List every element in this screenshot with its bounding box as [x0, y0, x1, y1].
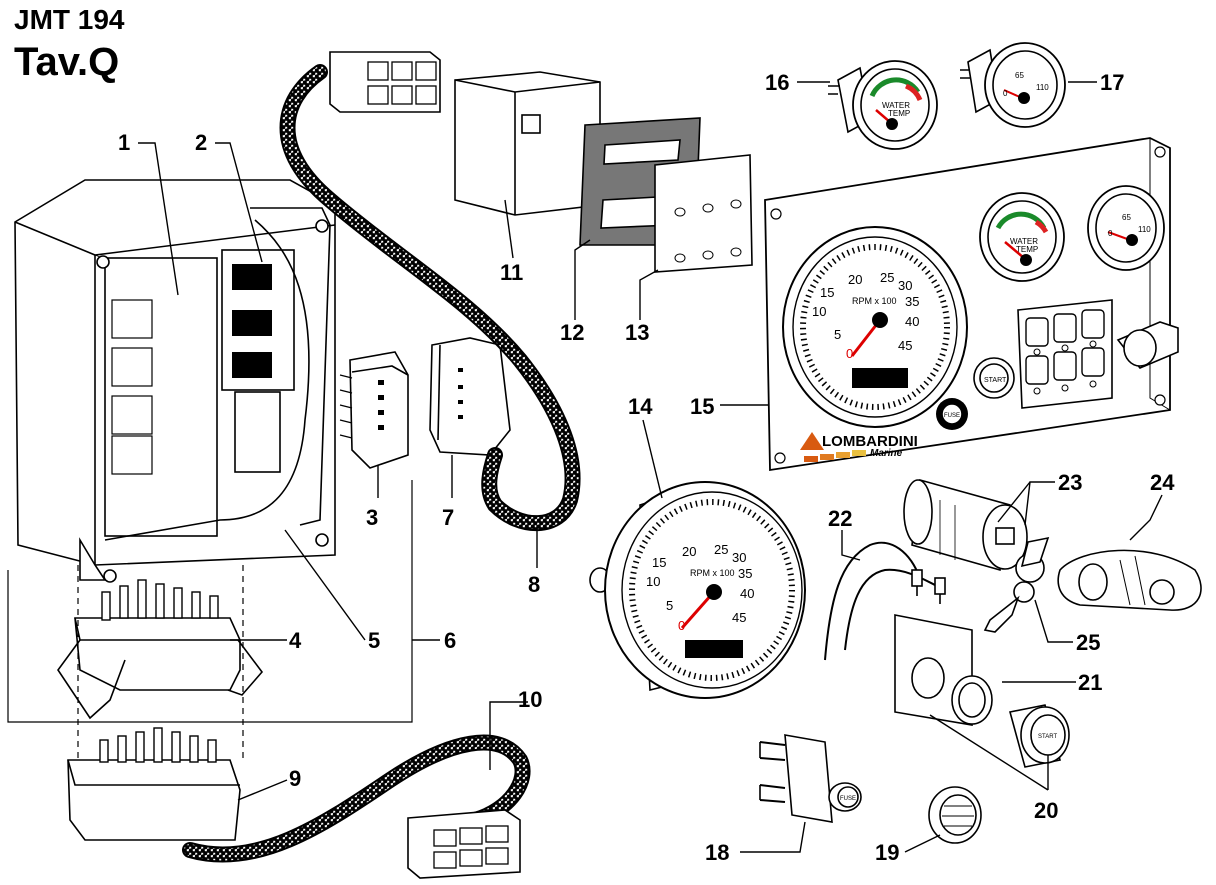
callout-18: 18 [705, 840, 729, 865]
water-label-panel: WATER [1010, 237, 1038, 246]
svg-text:40: 40 [905, 314, 919, 329]
callout-7: 7 [442, 505, 454, 530]
warning-light-cluster [1017, 299, 1113, 409]
svg-text:0: 0 [846, 346, 853, 361]
svg-text:0: 0 [1003, 89, 1008, 98]
rpm-unit-14: RPM x 100 [690, 568, 735, 578]
callout-14: 14 [628, 394, 653, 419]
water-label-16: WATER [882, 101, 910, 110]
svg-text:5: 5 [834, 327, 841, 342]
relay-socket [339, 351, 409, 469]
svg-text:20: 20 [848, 272, 862, 287]
svg-text:15: 15 [652, 555, 666, 570]
svg-text:25: 25 [880, 270, 894, 285]
callout-20: 20 [1034, 798, 1058, 823]
tach-14-scale: 0 5 10 15 20 25 30 35 40 45 [646, 542, 754, 633]
diagnostic-connector [429, 337, 511, 456]
svg-text:35: 35 [738, 566, 752, 581]
svg-text:35: 35 [905, 294, 919, 309]
callout-1: 1 [118, 130, 130, 155]
callout-23: 23 [1058, 470, 1082, 495]
rpm-unit-label: RPM x 100 [852, 296, 897, 306]
svg-text:25: 25 [714, 542, 728, 557]
callout-6: 6 [444, 628, 456, 653]
brand-logo-text: LOMBARDINI [822, 433, 918, 450]
svg-text:65: 65 [1015, 71, 1024, 80]
callout-3: 3 [366, 505, 378, 530]
callout-16: 16 [765, 70, 789, 95]
temperature-gauge-16: WATER TEMP [828, 60, 938, 150]
connector-block-4 [57, 579, 264, 720]
warning-lens-19 [928, 786, 982, 844]
callout-leaders [138, 81, 1163, 853]
svg-text:20: 20 [682, 544, 696, 559]
callout-9: 9 [289, 766, 301, 791]
connector-block-9 [67, 727, 241, 841]
panel-plate-13 [654, 154, 753, 273]
callout-22: 22 [828, 506, 852, 531]
callout-5: 5 [368, 628, 380, 653]
callout-8: 8 [528, 572, 540, 597]
fuse-holder-18: FUSE [759, 734, 862, 823]
callout-12: 12 [560, 320, 584, 345]
callout-24: 24 [1150, 470, 1175, 495]
fuse-label-18: FUSE [840, 796, 856, 802]
svg-text:0: 0 [1108, 229, 1113, 238]
svg-text:5: 5 [666, 598, 673, 613]
wires-22 [824, 541, 946, 661]
instrument-panel: RPM x 100 0 5 10 15 20 25 30 35 40 45 WA… [764, 137, 1179, 472]
svg-text:45: 45 [732, 610, 746, 625]
switch-bracket-20 [894, 614, 993, 726]
callout-15: 15 [690, 394, 714, 419]
callout-19: 19 [875, 840, 899, 865]
tachometer-14: RPM x 100 0 5 10 15 20 25 30 35 40 45 [589, 481, 806, 699]
svg-text:15: 15 [820, 285, 834, 300]
svg-text:110: 110 [1036, 83, 1049, 92]
callout-2: 2 [195, 130, 207, 155]
callout-4: 4 [289, 628, 302, 653]
svg-text:30: 30 [898, 278, 912, 293]
svg-text:10: 10 [812, 304, 826, 319]
control-box [14, 179, 336, 583]
brand-sub-text: Marine [870, 448, 903, 459]
key-cover-24 [1057, 549, 1202, 611]
tach-scale: 0 5 10 15 20 25 30 35 40 45 [812, 270, 919, 361]
callout-10: 10 [518, 687, 542, 712]
svg-text:45: 45 [898, 338, 912, 353]
mounting-box-11 [454, 71, 601, 216]
svg-text:65: 65 [1122, 213, 1131, 222]
callout-21: 21 [1078, 670, 1102, 695]
callout-25: 25 [1076, 630, 1100, 655]
svg-text:10: 10 [646, 574, 660, 589]
start-label-panel: START [984, 377, 1007, 384]
svg-text:110: 110 [1138, 225, 1151, 234]
gauge-17: 0 65 110 [960, 42, 1066, 128]
svg-text:30: 30 [732, 550, 746, 565]
temp-label-panel: TEMP [1016, 245, 1038, 254]
table-code: Tav.Q [14, 40, 120, 84]
start-button-20: START [1009, 704, 1070, 768]
reference-brackets [7, 480, 413, 760]
model-code: JMT 194 [14, 4, 125, 35]
callout-labels: 1 2 3 4 5 6 7 8 9 10 11 12 13 14 15 16 1… [118, 70, 1175, 865]
callout-11: 11 [500, 260, 523, 285]
start-label-20: START [1038, 734, 1057, 740]
temp-label-16: TEMP [888, 109, 910, 118]
keys-25 [983, 536, 1050, 633]
ignition-switch-23 [903, 478, 1028, 572]
callout-17: 17 [1100, 70, 1124, 95]
callout-13: 13 [625, 320, 649, 345]
svg-text:0: 0 [678, 618, 685, 633]
plug-connector-bottom [407, 809, 521, 879]
fuse-label-panel: FUSE [944, 413, 960, 419]
svg-text:40: 40 [740, 586, 754, 601]
plug-connector-top [329, 51, 441, 113]
